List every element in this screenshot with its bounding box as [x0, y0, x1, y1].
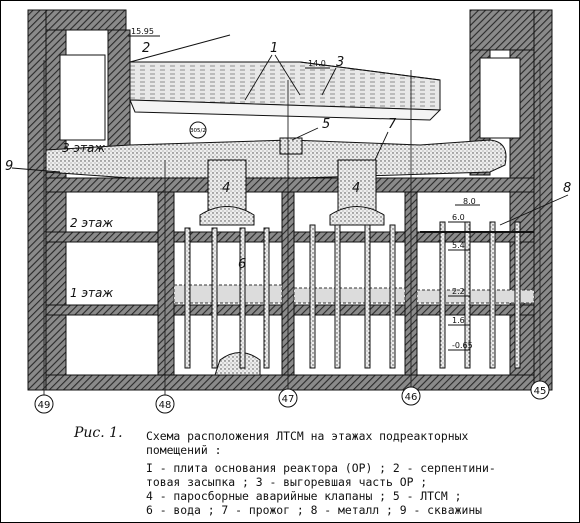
marker-6: 6	[238, 257, 246, 272]
axis-label-45: 45	[534, 386, 547, 397]
water-layers	[173, 284, 535, 376]
elevation-2-2: 2.2	[452, 287, 465, 296]
room-number: 305/2	[190, 128, 206, 134]
left-rooms	[65, 191, 175, 376]
elevation-minus-0-65: -0.65	[452, 341, 473, 350]
axis-label-47: 47	[282, 394, 295, 405]
axis-bubbles	[34, 380, 550, 414]
elevation-1-6: 1.6	[452, 316, 465, 325]
caption-line-5: 4 - пароcборные аварийные клапаны ; 5 - …	[146, 489, 462, 503]
elevation-8: 8.0	[463, 197, 476, 206]
elevation-top: 15.95	[131, 27, 154, 36]
caption-line-6: 6 - вода ; 7 - прожог ; 8 - металл ; 9 -…	[146, 503, 483, 517]
caption-line-3: I - плита основания реактора (ОР) ; 2 - …	[146, 461, 496, 475]
marker-1: 1	[270, 41, 278, 56]
elevation-slab: 14.0	[308, 59, 326, 68]
axis-label-49: 49	[38, 400, 51, 411]
marker-5: 5	[322, 117, 330, 132]
axis-lines	[43, 60, 541, 396]
axis-label-46: 46	[405, 392, 418, 403]
marker-3: 3	[336, 55, 344, 70]
marker-2: 2	[142, 41, 150, 56]
caption-line-4: товая засыпка ; 3 - выгоревшая часть ОР …	[146, 475, 428, 489]
valve-column-2	[329, 159, 385, 226]
elevation-marks	[128, 35, 480, 351]
marker-4-left: 4	[222, 181, 230, 196]
elevation-5-4: 5.4	[452, 241, 465, 250]
caption-line-2: помещений :	[146, 443, 222, 457]
elevation-6: 6.0	[452, 213, 465, 222]
marker-leaders	[11, 54, 569, 226]
marker-4-right: 4	[352, 181, 360, 196]
marker-9: 9	[5, 159, 13, 174]
figure-label: Рис. 1.	[74, 425, 123, 441]
marker-7: 7	[388, 117, 397, 132]
corium-flow-floor3	[45, 137, 507, 179]
boreholes	[184, 221, 521, 369]
caption-line-1: Схема расположения ЛТСМ на этажах подреа…	[146, 429, 469, 443]
axis-label-48: 48	[159, 400, 172, 411]
room-marker	[189, 121, 207, 139]
valve-column-1	[199, 159, 255, 226]
floor-label-3: 3 этаж	[62, 141, 105, 155]
reactor-base-slab	[129, 34, 442, 121]
marker-8: 8	[563, 181, 571, 196]
floor-label-2: 2 этаж	[70, 216, 113, 230]
left-outer-wall	[27, 9, 131, 391]
floor-label-1: 1 этаж	[70, 286, 113, 300]
